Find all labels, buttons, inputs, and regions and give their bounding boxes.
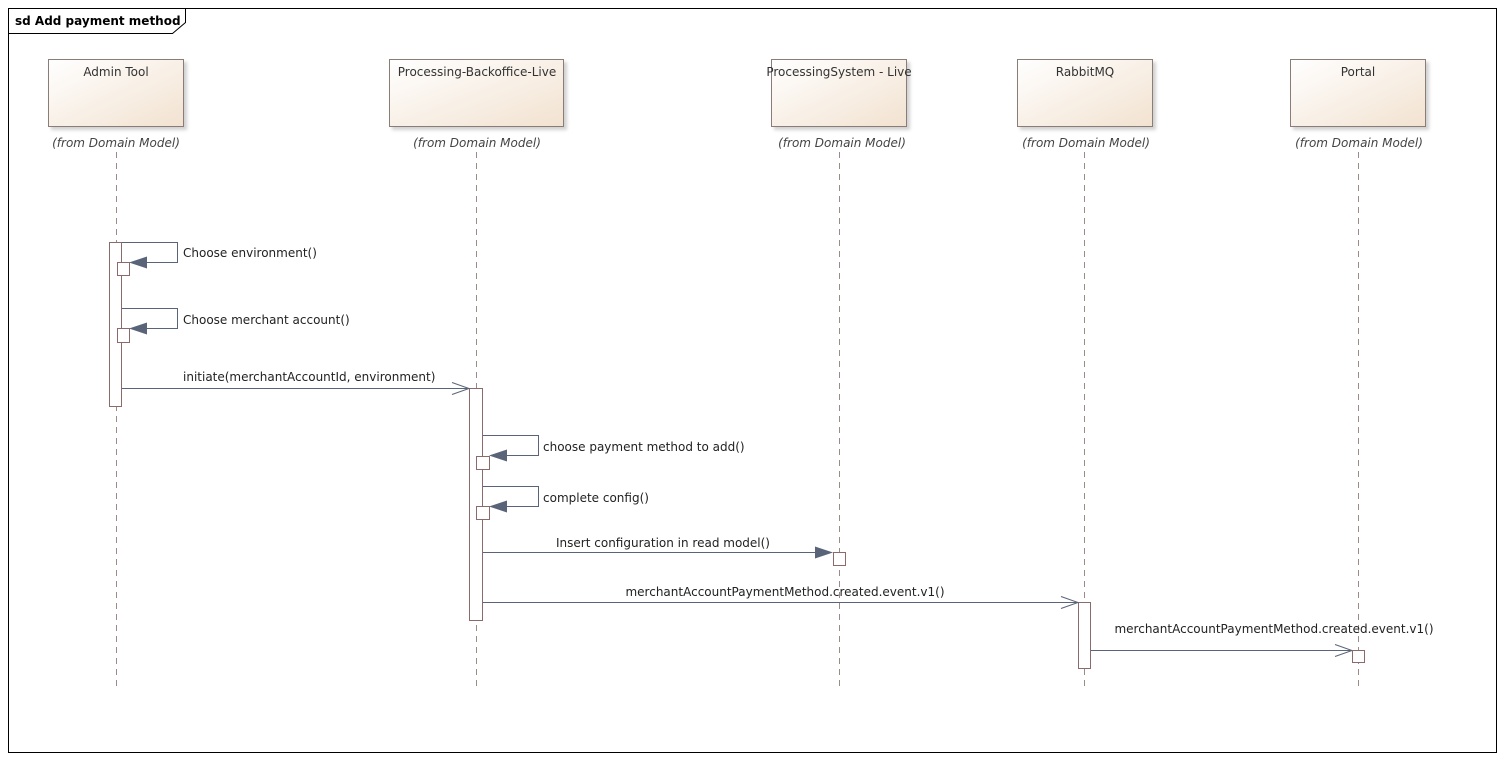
activation-bar-rabbitmq bbox=[1078, 602, 1091, 669]
lifeline-note: (from Domain Model) bbox=[1295, 136, 1423, 150]
diagram-frame bbox=[8, 8, 1497, 753]
lifeline-head-rabbitmq[interactable] bbox=[1017, 59, 1153, 127]
lifeline-name: Admin Tool bbox=[83, 65, 148, 79]
message-complete-config[interactable]: complete config() bbox=[476, 486, 649, 520]
message-choose-merchant-account[interactable]: Choose merchant account() bbox=[117, 308, 350, 343]
message-label: merchantAccountPaymentMethod.created.eve… bbox=[1114, 622, 1433, 636]
lifeline-name: ProcessingSystem - Live bbox=[766, 65, 911, 79]
message-line bbox=[122, 308, 178, 329]
lifeline-head-portal[interactable] bbox=[1290, 59, 1426, 127]
lifeline-note: (from Domain Model) bbox=[413, 136, 541, 150]
lifeline-processing-backoffice-live: Processing-Backoffice-Live (from Domain … bbox=[389, 59, 564, 690]
lifeline-name: RabbitMQ bbox=[1056, 65, 1115, 79]
message-line bbox=[122, 242, 178, 263]
lifeline-note: (from Domain Model) bbox=[778, 136, 906, 150]
lifeline-note: (from Domain Model) bbox=[1022, 136, 1150, 150]
message-arrowhead bbox=[489, 500, 507, 513]
message-choose-payment-method-to-add[interactable]: choose payment method to add() bbox=[476, 435, 745, 470]
lifeline-head-processing-backoffice-live[interactable] bbox=[389, 59, 564, 127]
lifeline-rabbitmq: RabbitMQ (from Domain Model) bbox=[1017, 59, 1153, 690]
message-line bbox=[483, 486, 539, 507]
nested-activation bbox=[476, 456, 490, 470]
frame-title: sd Add payment method bbox=[15, 14, 181, 28]
nested-activation bbox=[833, 552, 846, 566]
message-insert-configuration[interactable]: Insert configuration in read model() bbox=[483, 536, 846, 566]
lifeline-head-admin-tool[interactable] bbox=[48, 59, 184, 127]
message-choose-environment[interactable]: Choose environment() bbox=[117, 242, 317, 276]
activation-bar-admin-tool bbox=[109, 242, 122, 407]
lifeline-portal: Portal (from Domain Model) bbox=[1290, 59, 1426, 690]
message-label: Choose environment() bbox=[183, 246, 317, 260]
message-label: merchantAccountPaymentMethod.created.eve… bbox=[625, 585, 944, 599]
nested-activation bbox=[1352, 650, 1365, 663]
lifeline-name: Portal bbox=[1341, 65, 1375, 79]
message-arrowhead bbox=[129, 322, 147, 335]
message-label: Insert configuration in read model() bbox=[556, 536, 770, 550]
message-arrowhead bbox=[489, 449, 507, 462]
message-label: initiate(merchantAccountId, environment) bbox=[183, 370, 435, 384]
message-arrowhead bbox=[129, 256, 147, 269]
message-label: complete config() bbox=[543, 491, 649, 505]
message-line bbox=[483, 435, 539, 456]
activation-bar-processing-backoffice-live bbox=[469, 388, 483, 621]
lifeline-processingsystem-live: ProcessingSystem - Live (from Domain Mod… bbox=[766, 59, 912, 690]
lifeline-head-processingsystem-live[interactable] bbox=[771, 59, 907, 127]
lifeline-admin-tool: Admin Tool (from Domain Model) bbox=[48, 59, 184, 690]
nested-activation bbox=[117, 262, 130, 276]
message-label: choose payment method to add() bbox=[543, 440, 745, 454]
message-arrowhead bbox=[1060, 596, 1080, 609]
lifeline-note: (from Domain Model) bbox=[52, 136, 180, 150]
lifeline-name: Processing-Backoffice-Live bbox=[398, 65, 556, 79]
nested-activation bbox=[476, 506, 490, 520]
message-label: Choose merchant account() bbox=[183, 313, 350, 327]
message-payment-method-created-to-rabbitmq[interactable]: merchantAccountPaymentMethod.created.eve… bbox=[483, 585, 1080, 609]
frame-title-tab bbox=[8, 8, 186, 34]
message-initiate[interactable]: initiate(merchantAccountId, environment) bbox=[122, 370, 471, 395]
message-arrowhead bbox=[451, 382, 471, 395]
message-payment-method-created-to-portal[interactable]: merchantAccountPaymentMethod.created.eve… bbox=[1091, 622, 1434, 663]
nested-activation bbox=[117, 328, 130, 343]
message-arrowhead bbox=[815, 546, 833, 559]
